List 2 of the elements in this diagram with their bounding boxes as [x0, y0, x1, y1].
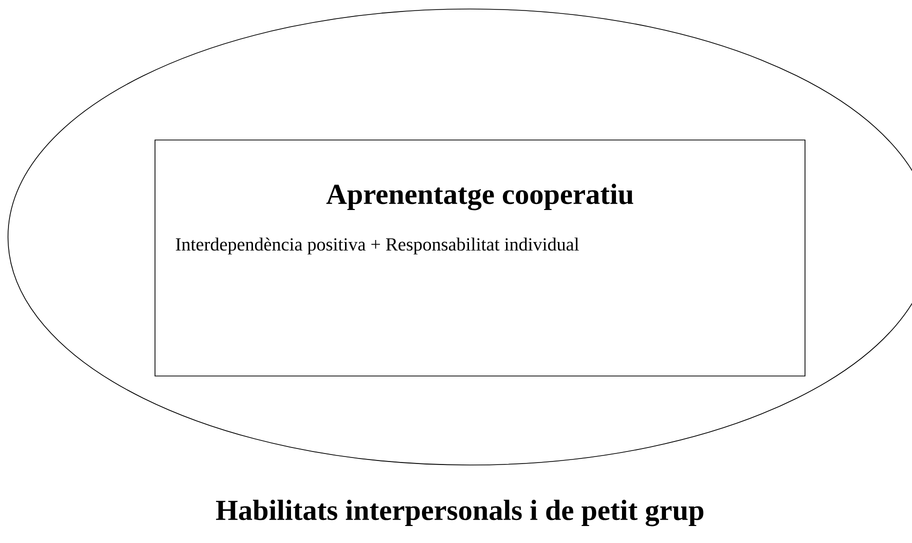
node-label: Habilitats interpersonals i de petit grup [216, 500, 704, 526]
content-box: Aprenentatge cooperatiu Interdependència positiva + Responsabilitat individual [154, 140, 806, 376]
